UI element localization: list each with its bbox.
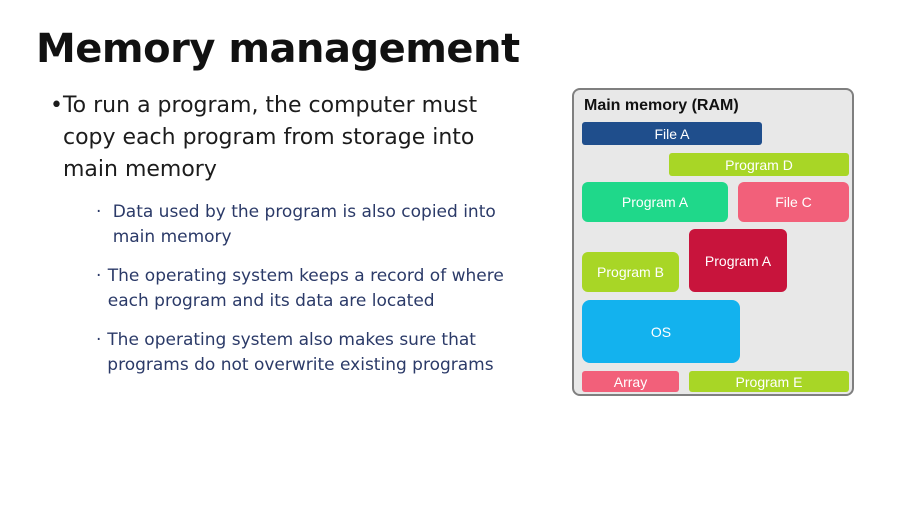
bullet-dot: •	[50, 93, 63, 118]
bullet-dot: ·	[96, 266, 102, 286]
memory-block-os: OS	[582, 300, 740, 363]
slide-title: Memory management	[36, 26, 520, 72]
memory-block-program-b: Program B	[582, 252, 679, 292]
sub-bullet: · Data used by the program is also copie…	[96, 200, 536, 250]
main-bullet: • To run a program, the computer must co…	[50, 90, 520, 186]
main-memory-diagram: Main memory (RAM) File A Program D Progr…	[572, 88, 854, 396]
sub-bullet-text: The operating system also makes sure tha…	[107, 330, 494, 375]
sub-bullet-text: Data used by the program is also copied …	[112, 202, 496, 247]
memory-block-array: Array	[582, 371, 679, 392]
memory-block-program-d: Program D	[669, 153, 849, 176]
sub-bullet: · The operating system also makes sure t…	[96, 328, 536, 378]
sub-bullet: · The operating system keeps a record of…	[96, 264, 536, 314]
memory-block-program-a: Program A	[582, 182, 728, 222]
sub-bullet-list: · Data used by the program is also copie…	[96, 200, 536, 392]
sub-bullet-text: The operating system keeps a record of w…	[107, 266, 504, 311]
memory-block-program-e: Program E	[689, 371, 849, 392]
memory-block-file-a: File A	[582, 122, 762, 145]
memory-block-file-c: File C	[738, 182, 849, 222]
diagram-title: Main memory (RAM)	[584, 97, 739, 114]
bullet-dot: ·	[96, 202, 102, 222]
main-bullet-text: To run a program, the computer must copy…	[62, 93, 478, 182]
memory-block-program-a-second: Program A	[689, 229, 787, 292]
bullet-dot: ·	[96, 330, 102, 350]
